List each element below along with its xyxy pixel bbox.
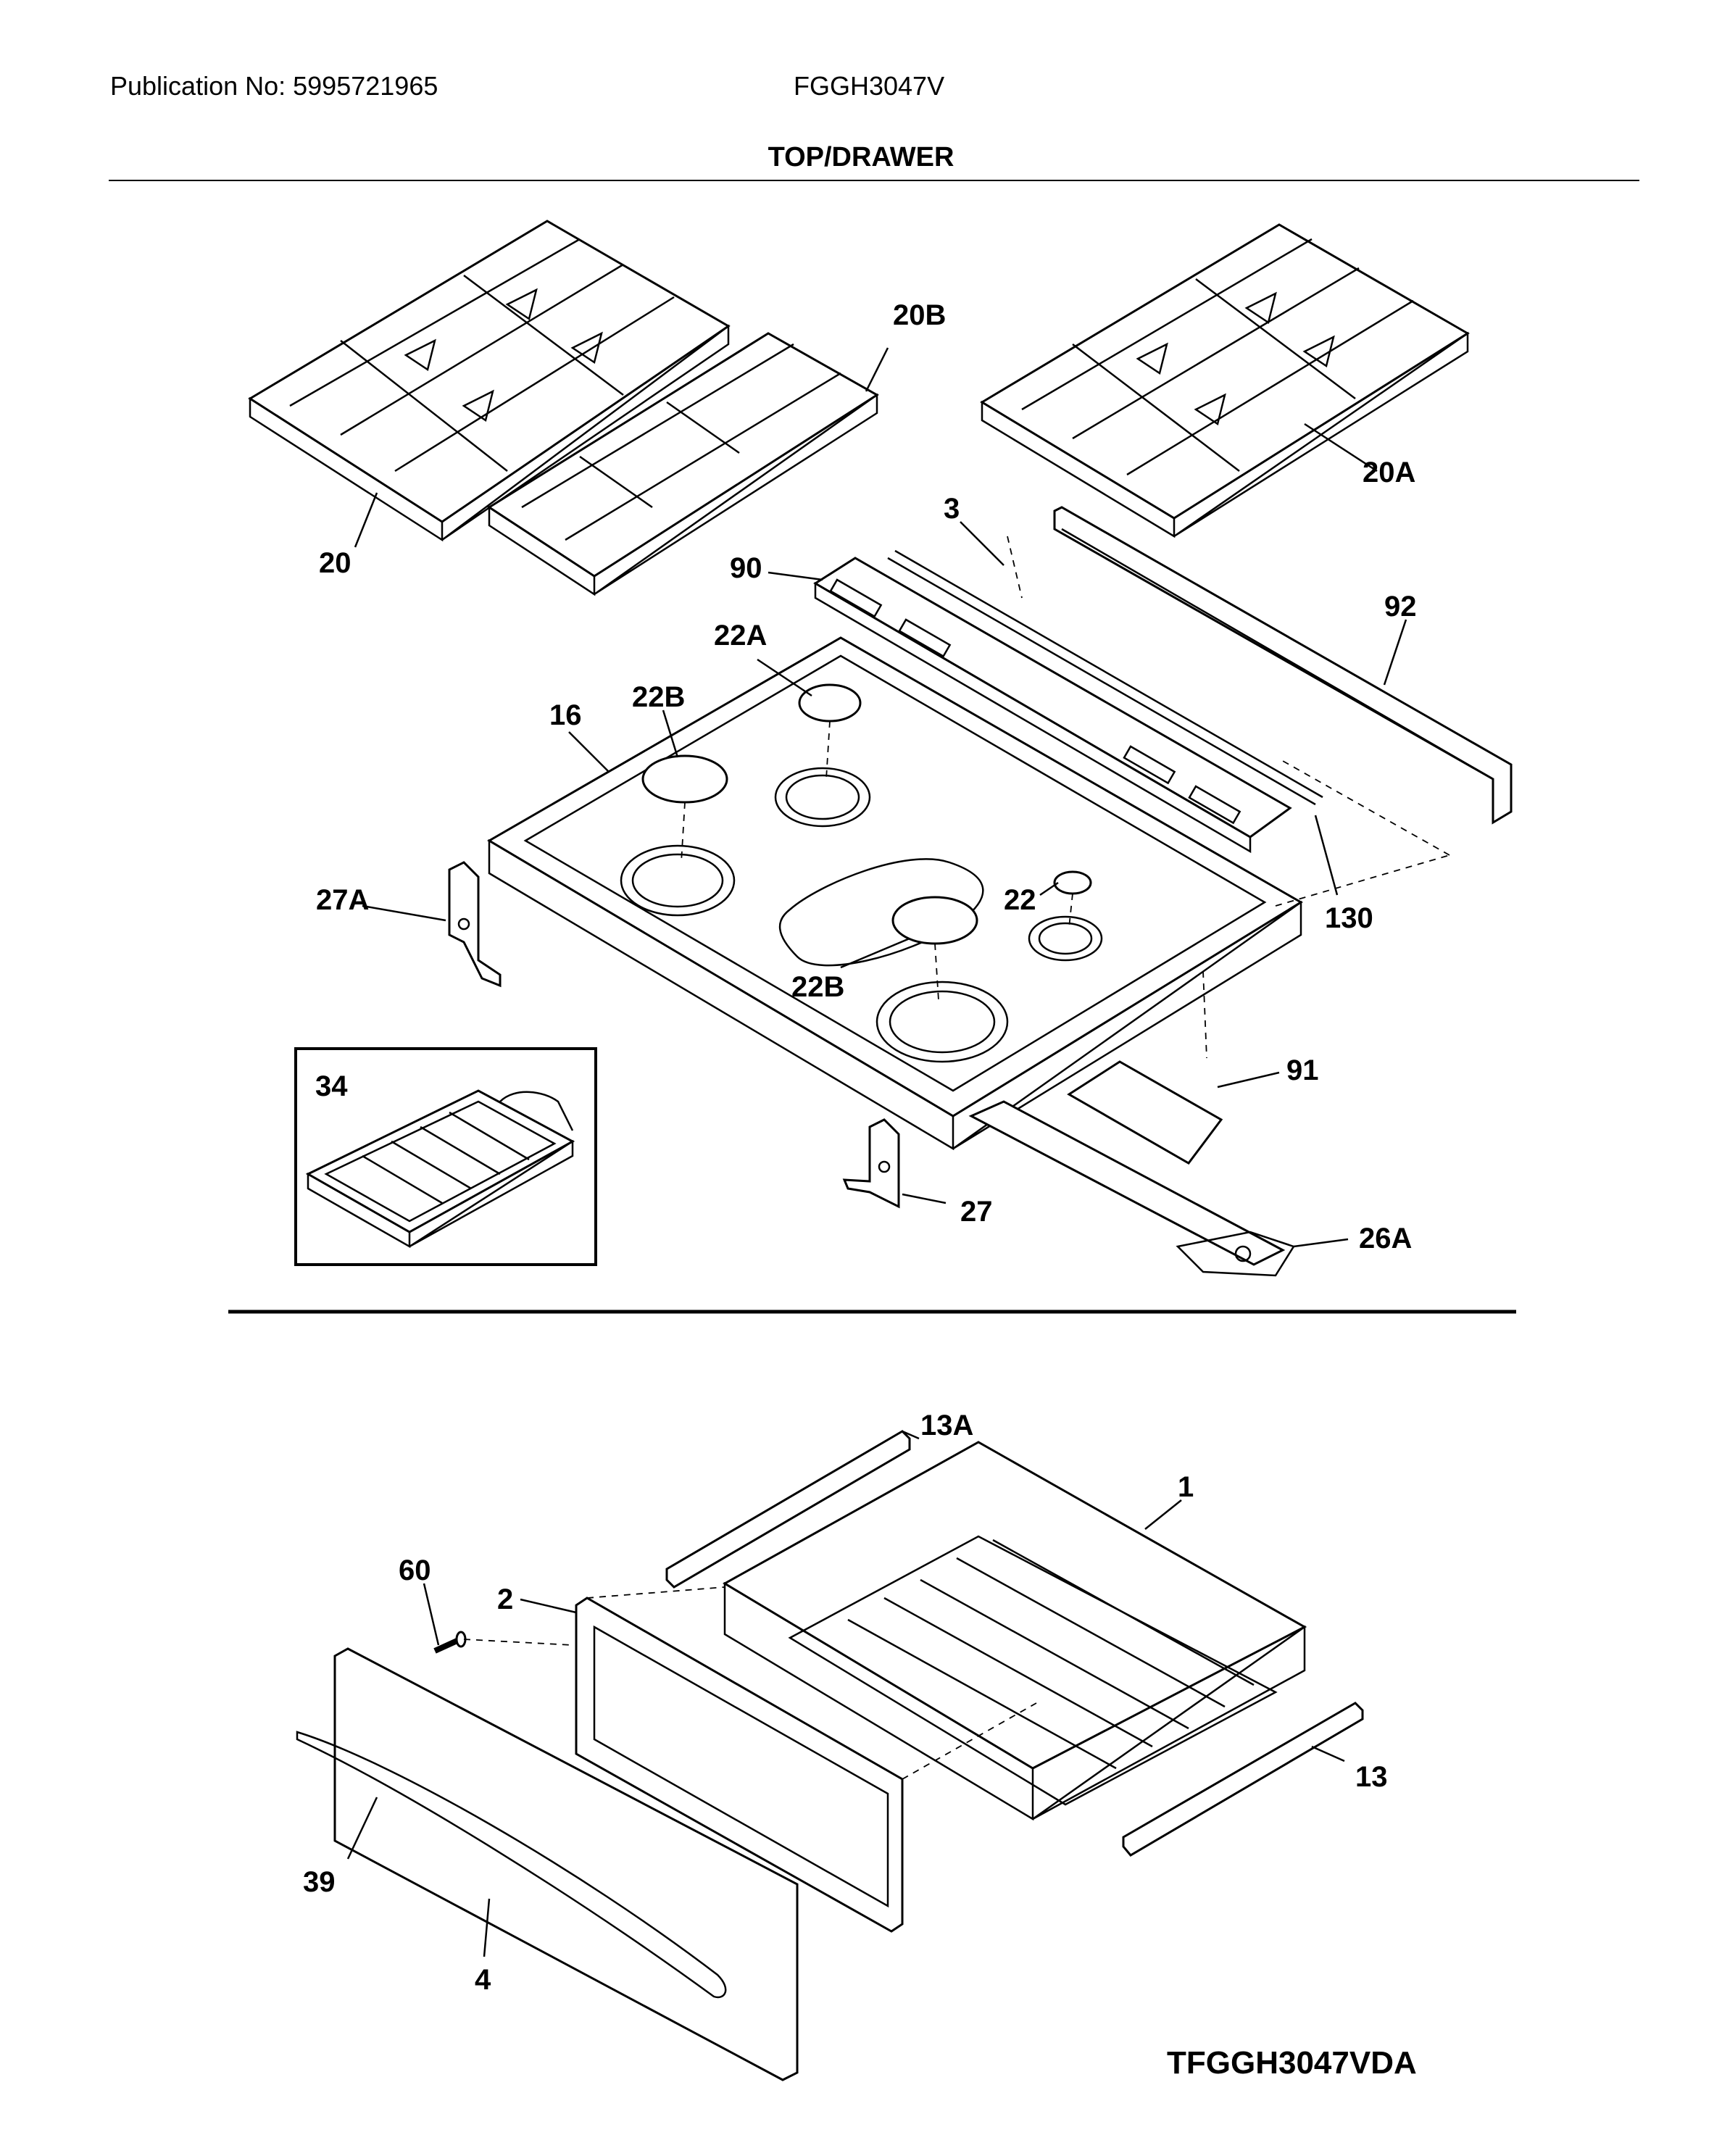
heat-shield-91: [1067, 1060, 1223, 1165]
callout-26A: 26A: [1359, 1223, 1412, 1254]
publication-number: Publication No: 5995721965: [110, 71, 438, 101]
model-number: FGGH3047V: [794, 71, 945, 101]
hinge-bracket-27A: [448, 861, 502, 988]
header-divider: [109, 180, 1639, 181]
callout-13: 13: [1355, 1761, 1388, 1793]
callout-22: 22: [1004, 884, 1036, 916]
callout-130: 130: [1325, 902, 1373, 934]
leader-lines: [346, 347, 1407, 1957]
rear-strip-3-inner: [894, 549, 1323, 799]
drawing-id: TFGGH3047VDA: [1167, 2045, 1417, 2081]
rear-trim-92: [1053, 506, 1513, 825]
callout-27: 27: [960, 1196, 993, 1228]
callout-20: 20: [319, 547, 352, 579]
grate-20A-right: [980, 223, 1470, 538]
drawer-box-1: [723, 1441, 1307, 1821]
callout-20B: 20B: [893, 299, 946, 331]
callout-22A: 22A: [714, 620, 767, 652]
griddle-34-inset: [294, 1047, 597, 1266]
callout-22B-top: 22B: [632, 681, 685, 713]
slide-rail-13: [1122, 1702, 1364, 1857]
callout-39: 39: [303, 1866, 336, 1898]
callout-4: 4: [475, 1964, 491, 1996]
section-title: TOP/DRAWER: [768, 142, 954, 172]
rear-strip-3: [887, 557, 1316, 806]
rear-panel-26A: [968, 1100, 1295, 1277]
callout-92: 92: [1384, 591, 1417, 623]
callout-13A: 13A: [920, 1410, 973, 1441]
rear-vent-90: [813, 557, 1292, 854]
callout-27A: 27A: [316, 884, 369, 916]
callout-22B-mid: 22B: [791, 971, 844, 1003]
callout-60: 60: [399, 1554, 431, 1586]
hinge-bracket-27: [842, 1118, 900, 1209]
drawer-front-4: [296, 1647, 799, 2081]
callout-91: 91: [1286, 1054, 1319, 1086]
callout-1: 1: [1178, 1471, 1194, 1503]
grate-20-left: [248, 220, 731, 542]
callout-3: 3: [944, 493, 960, 525]
callout-16: 16: [549, 699, 582, 731]
grate-20B-center: [487, 332, 879, 596]
callout-2: 2: [497, 1583, 513, 1615]
drawer-frame-2: [575, 1586, 1037, 1933]
callout-90: 90: [730, 552, 762, 584]
callout-34: 34: [315, 1070, 348, 1102]
callout-20A: 20A: [1363, 457, 1415, 488]
screw-60: [433, 1631, 573, 1654]
alignment-lines: [681, 536, 1450, 1059]
